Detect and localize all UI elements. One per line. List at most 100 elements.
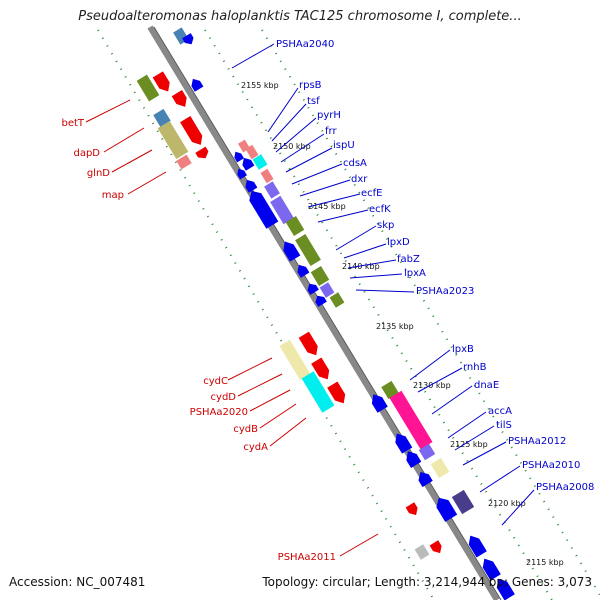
gene-feature[interactable] (153, 108, 171, 128)
gene-label[interactable]: lpxB (452, 344, 474, 355)
gene-feature[interactable] (285, 216, 305, 236)
right-leaders (231, 43, 535, 526)
gene-label[interactable]: PSHAa2012 (508, 436, 566, 447)
gene-label[interactable]: rnhB (463, 362, 487, 373)
gene-feature[interactable] (279, 339, 311, 381)
map-title: Pseudoalteromonas haloplanktis TAC125 ch… (78, 9, 522, 24)
gene-feature[interactable] (260, 168, 274, 184)
gene-feature[interactable] (313, 293, 327, 307)
gene-label[interactable]: pyrH (317, 110, 341, 121)
gene-feature[interactable] (298, 331, 322, 359)
gene-feature[interactable] (418, 443, 436, 461)
gene-feature[interactable] (301, 371, 335, 413)
gene-feature[interactable] (310, 266, 330, 286)
gene-feature[interactable] (136, 74, 160, 102)
gene-feature[interactable] (195, 146, 210, 162)
gene-feature[interactable] (327, 381, 349, 406)
tick-label: 2125 kbp (450, 440, 488, 449)
tick-label: 2135 kbp (376, 322, 414, 331)
gene-label[interactable]: cdsA (343, 158, 367, 169)
gene-feature[interactable] (389, 390, 433, 450)
gene-label[interactable]: skp (377, 220, 394, 231)
gene-feature[interactable] (479, 555, 501, 581)
gene-feature[interactable] (381, 380, 399, 400)
tick-label: 2140 kbp (342, 262, 380, 271)
gene-feature[interactable] (280, 238, 301, 262)
gene-feature[interactable] (171, 90, 191, 110)
gene-feature[interactable] (414, 544, 430, 560)
gene-feature[interactable] (305, 281, 319, 295)
tick-label: 2150 kbp (273, 142, 311, 151)
gene-feature[interactable] (451, 489, 475, 515)
guide-lines (97, 29, 600, 600)
gene-feature[interactable] (295, 234, 321, 266)
gene-feature[interactable] (295, 262, 310, 278)
gene-feature[interactable] (433, 494, 458, 522)
gene-label[interactable]: PSHAa2008 (536, 482, 594, 493)
gene-label[interactable]: betT (61, 118, 84, 129)
gene-label[interactable]: ecfE (361, 188, 383, 199)
gene-label[interactable]: PSHAa2020 (190, 407, 248, 418)
gene-feature[interactable] (246, 187, 279, 229)
gene-feature[interactable] (176, 154, 192, 170)
gene-feature[interactable] (243, 177, 258, 193)
gene-label[interactable]: dnaE (474, 380, 499, 391)
gene-label[interactable]: tsf (307, 96, 320, 107)
tick-label: 2130 kbp (413, 381, 451, 390)
gene-label[interactable]: ecfK (369, 204, 391, 215)
topology-text: Topology: circular; Length: 3,214,944 bp… (262, 575, 592, 589)
gene-label[interactable]: PSHAa2023 (416, 286, 474, 297)
gene-feature[interactable] (368, 391, 388, 413)
gene-feature[interactable] (270, 195, 294, 225)
gene-label[interactable]: glnD (87, 168, 110, 179)
gene-feature[interactable] (405, 502, 421, 517)
gene-feature[interactable] (430, 458, 450, 478)
gene-feature[interactable] (415, 469, 433, 488)
gene-label[interactable]: PSHAa2040 (276, 39, 334, 50)
left-gene-labels: betT dapD glnD map cydC cydD PSHAa2020 c… (61, 118, 336, 563)
gene-feature[interactable] (180, 116, 206, 148)
gene-label[interactable]: rpsB (299, 80, 322, 91)
left-leaders (85, 99, 379, 557)
gene-feature[interactable] (152, 71, 174, 94)
gene-label[interactable]: cydB (233, 424, 258, 435)
gene-feature[interactable] (493, 575, 515, 600)
tick-labels: 2155 kbp 2150 kbp 2145 kbp 2140 kbp 2135… (241, 81, 564, 567)
accession-text: Accession: NC_007481 (9, 575, 146, 589)
gene-feature[interactable] (319, 282, 335, 298)
gene-feature[interactable] (157, 120, 189, 160)
tick-label: 2155 kbp (241, 81, 279, 90)
tick-label: 2120 kbp (488, 499, 526, 508)
gene-feature[interactable] (311, 357, 333, 382)
gene-label[interactable]: accA (488, 406, 512, 417)
gene-feature[interactable] (235, 167, 248, 180)
gene-feature[interactable] (245, 144, 259, 160)
gene-feature[interactable] (465, 532, 487, 558)
gene-label[interactable]: ispU (333, 140, 355, 151)
gene-label[interactable]: dapD (73, 148, 100, 159)
gene-label[interactable]: map (102, 190, 124, 201)
gene-label[interactable]: cydD (211, 392, 237, 403)
gene-label[interactable]: cydC (203, 376, 228, 387)
gene-label[interactable]: cydA (243, 442, 268, 453)
gene-label[interactable]: lpxD (387, 237, 410, 248)
gene-feature[interactable] (329, 292, 345, 308)
gene-label[interactable]: fabZ (397, 254, 420, 265)
gene-label[interactable]: frr (325, 126, 337, 137)
gene-feature[interactable] (403, 448, 422, 468)
gene-label[interactable]: PSHAa2011 (278, 552, 336, 563)
gene-feature[interactable] (392, 430, 413, 454)
gene-feature[interactable] (264, 181, 280, 199)
gene-feature[interactable] (429, 540, 445, 555)
gene-feature[interactable] (189, 76, 204, 92)
gene-feature[interactable] (232, 150, 245, 163)
gene-feature[interactable] (252, 154, 268, 170)
gene-label[interactable]: tilS (496, 420, 512, 431)
gene-label[interactable]: lpxA (404, 268, 426, 279)
gene-feature[interactable] (240, 155, 255, 171)
gene-feature[interactable] (182, 33, 196, 47)
tick-label: 2115 kbp (526, 558, 564, 567)
gene-label[interactable]: dxr (351, 174, 368, 185)
gene-label[interactable]: PSHAa2010 (522, 460, 580, 471)
